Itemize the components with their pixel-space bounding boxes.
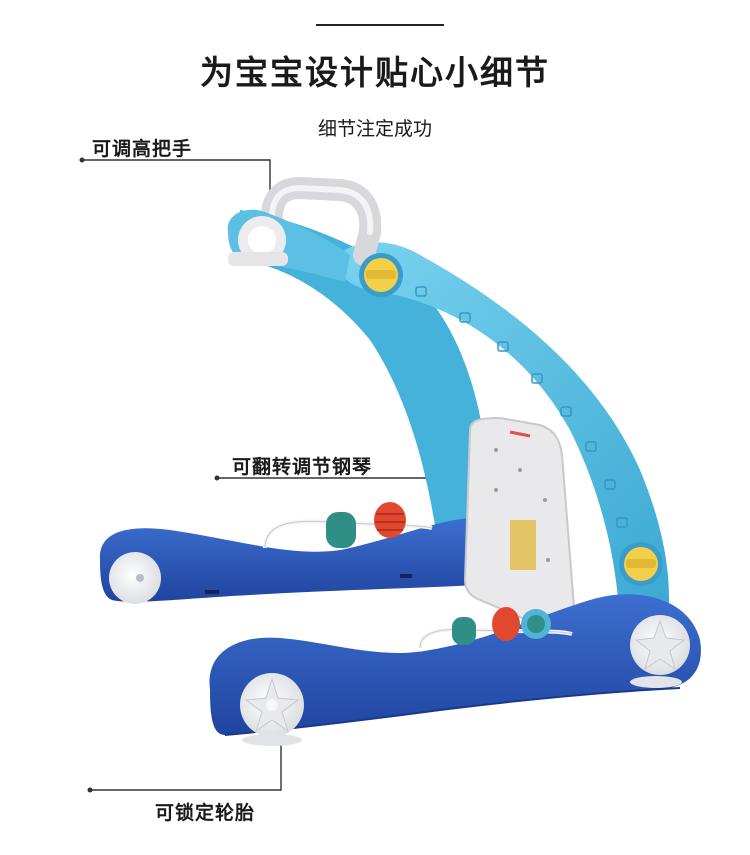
page-title: 为宝宝设计贴心小细节 <box>200 53 550 92</box>
rear-base <box>99 518 475 602</box>
wheel-lock-icon <box>240 673 304 746</box>
callout-adjustable-handle: 可调高把手 <box>92 138 193 160</box>
piano-panel <box>463 416 577 634</box>
rear-left-wheel <box>109 552 161 604</box>
bead-toy-icon <box>418 607 573 649</box>
callout-flip-piano: 可翻转调节钢琴 <box>232 456 373 478</box>
height-adjust-knob-icon <box>359 253 403 297</box>
lower-knob-icon <box>619 542 663 586</box>
callout-lockable-wheels: 可锁定轮胎 <box>155 802 256 824</box>
front-right-wheel <box>630 615 690 688</box>
adjustable-handle <box>227 176 382 282</box>
header-divider <box>316 24 444 26</box>
rear-bead-toy <box>263 502 433 549</box>
front-base <box>209 594 701 735</box>
page-subtitle: 细节注定成功 <box>317 118 432 140</box>
arm-surface-details <box>415 286 628 528</box>
